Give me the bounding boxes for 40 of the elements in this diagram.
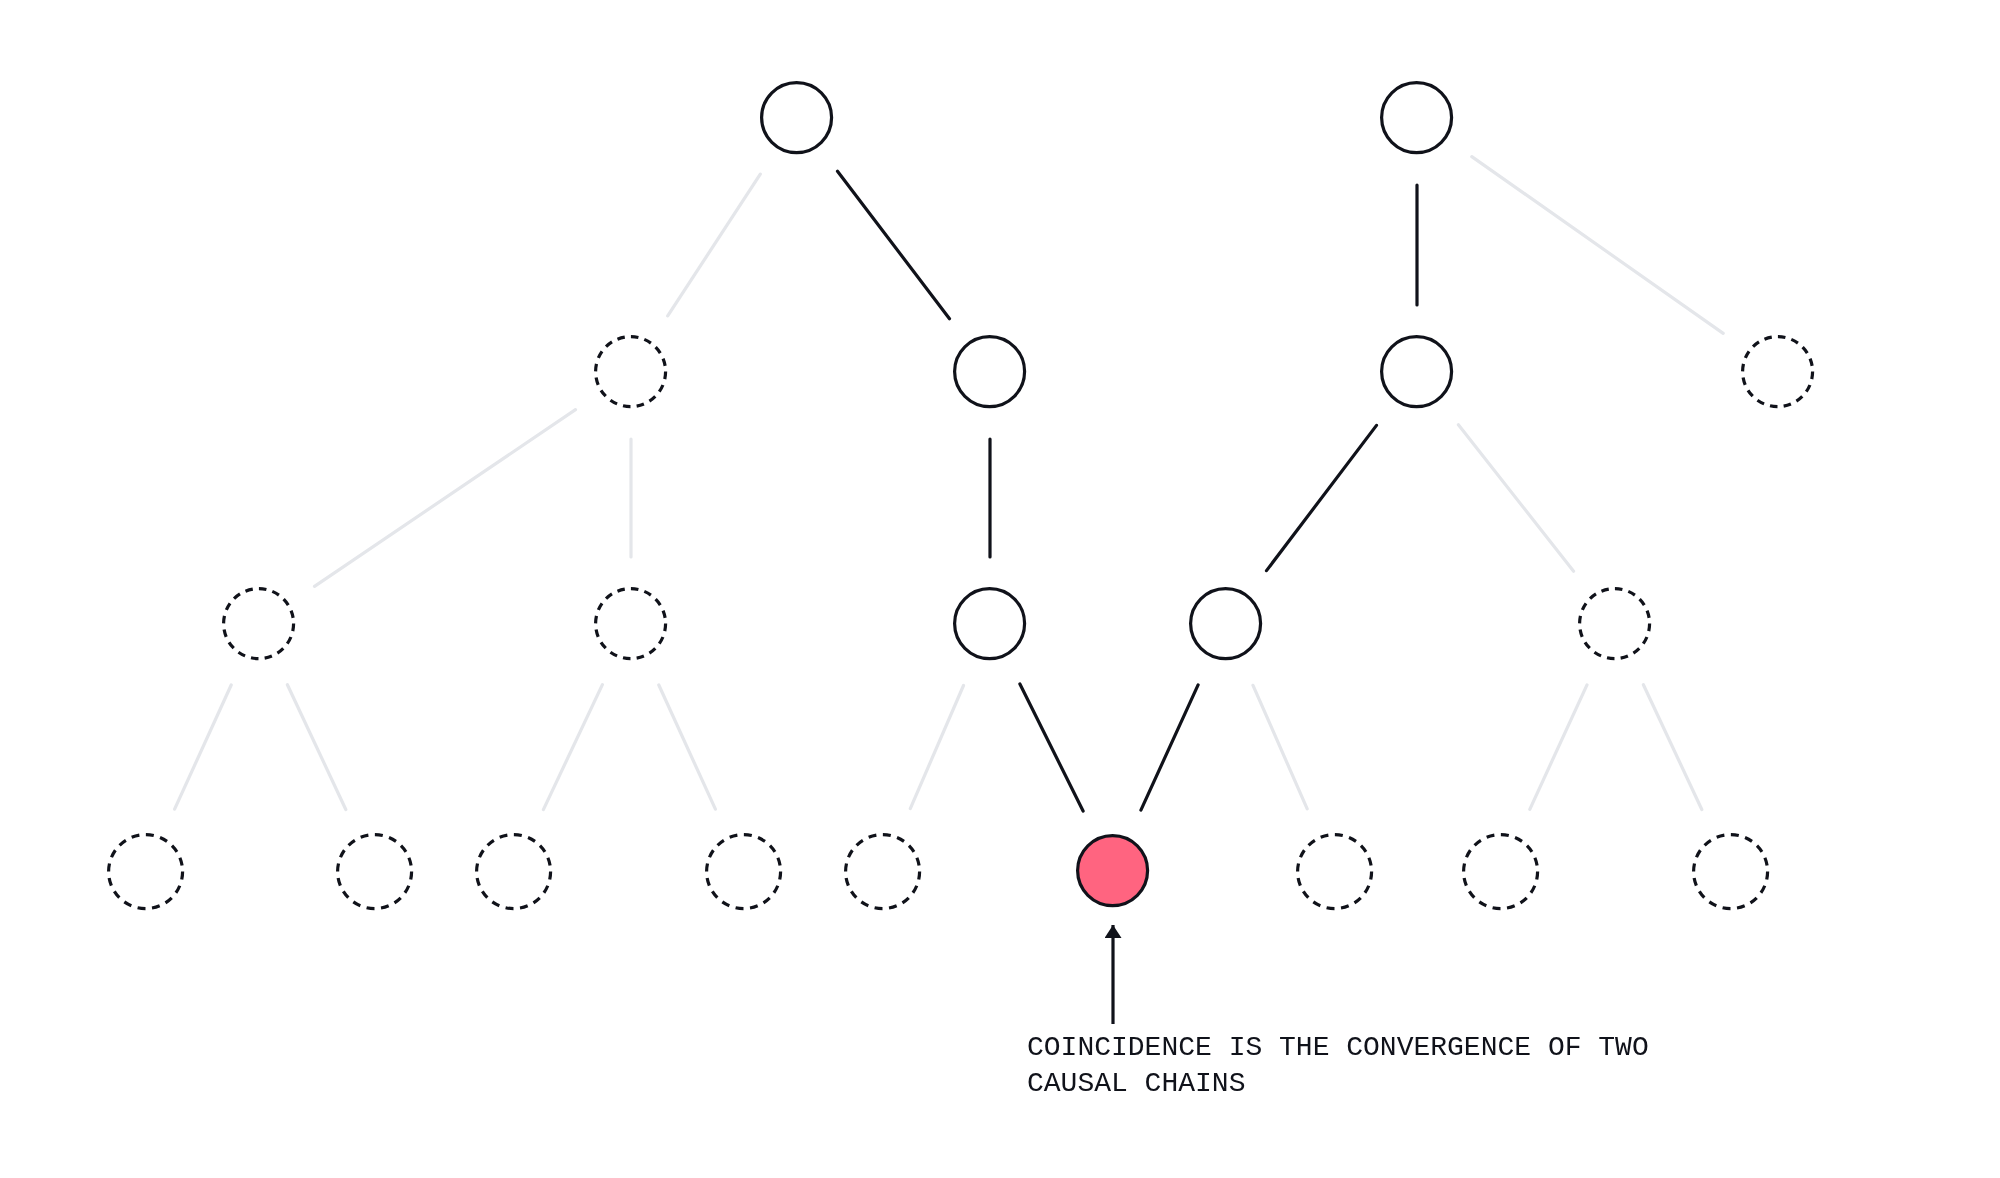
branch-line <box>1264 423 1379 573</box>
circle-node <box>953 335 1027 409</box>
circle-node <box>1189 587 1263 661</box>
branch-line <box>1528 683 1589 811</box>
circle-node <box>760 81 834 155</box>
branch-line <box>835 169 952 321</box>
branch-line <box>666 172 762 318</box>
branch-line <box>1641 683 1704 812</box>
dashed-circle-node <box>594 587 668 661</box>
branch-line <box>908 683 966 811</box>
dashed-circle-node <box>1462 833 1540 911</box>
branch-line <box>285 683 348 812</box>
dashed-circle-node <box>1692 833 1770 911</box>
dashed-circle-node <box>1578 587 1652 661</box>
branch-line <box>1456 423 1576 573</box>
branch-line <box>1415 183 1419 307</box>
arrow <box>1104 925 1122 1024</box>
dashed-circle-node <box>222 587 296 661</box>
dashed-circle-node <box>1296 833 1374 911</box>
dashed-circle-node <box>844 833 922 911</box>
branch-line <box>657 683 717 811</box>
branch-line <box>312 408 578 588</box>
dashed-circle-node <box>705 833 783 911</box>
highlighted-circle-node <box>1076 834 1150 908</box>
dashed-circle-node <box>1741 335 1815 409</box>
dashed-circle-node <box>107 833 185 911</box>
dashed-circle-node <box>594 335 668 409</box>
circle-node <box>1380 335 1454 409</box>
annotation-text: COINCIDENCE IS THE CONVERGENCE OF TWO CAUSAL CHAINS <box>1027 1030 1667 1102</box>
branch-line <box>1139 683 1200 812</box>
branch-line <box>173 683 233 811</box>
dashed-circle-node <box>336 833 414 911</box>
branch-line <box>1251 683 1309 811</box>
circle-node <box>953 587 1027 661</box>
branch-line <box>541 683 604 812</box>
dashed-circle-node <box>475 833 553 911</box>
branch-line <box>1018 682 1085 813</box>
branch-line <box>988 437 992 559</box>
circle-node <box>1380 81 1454 155</box>
branch-line <box>1470 155 1725 335</box>
